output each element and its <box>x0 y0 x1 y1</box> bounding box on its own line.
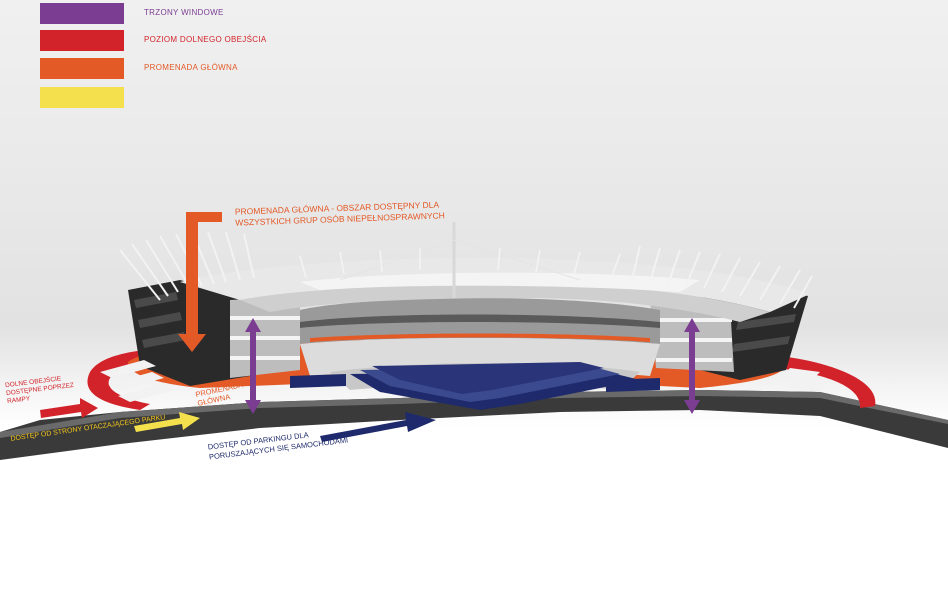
roof-masts-right <box>631 245 813 309</box>
facade-right-lines <box>732 336 790 352</box>
navy-right-arrow-icon <box>320 412 436 442</box>
lower-level-ring-right <box>776 356 876 408</box>
purple-double-arrow-icon <box>684 318 700 414</box>
orange-down-arrow-icon <box>178 212 222 352</box>
yellow-right-arrow-icon <box>134 412 200 432</box>
red-right-arrow-icon <box>40 398 98 418</box>
legend-swatch-park-access <box>40 87 124 108</box>
legend-item-lower-level: POZIOM DOLNEGO OBEJŚCIA <box>40 30 300 52</box>
ramp-left <box>100 360 156 378</box>
purple-double-arrow-icon <box>245 318 261 414</box>
spire-cable <box>339 239 455 281</box>
blue-step-right <box>606 378 660 392</box>
legend-item-elevator: TRZONY WINDOWE <box>40 3 300 25</box>
lower-level-ring-left <box>87 348 170 410</box>
roof-masts-back <box>299 247 621 279</box>
facade-left-lines <box>138 312 182 328</box>
section-floor <box>230 316 300 320</box>
section-floor <box>656 318 732 322</box>
roof-membrane <box>300 272 700 292</box>
entry-steps-top <box>372 362 604 394</box>
legend-label-promenade: PROMENADA GŁÓWNA <box>144 63 238 72</box>
facade-left-lines <box>142 332 186 348</box>
ramp-left <box>118 384 174 402</box>
ramp-left <box>108 372 164 390</box>
facade-right-lines <box>736 314 796 330</box>
legend-item-park-access <box>40 87 300 109</box>
inner-stands-tier <box>300 314 660 328</box>
legend-label-elevator: TRZONY WINDOWE <box>144 8 224 17</box>
roof-masts-left <box>119 231 255 301</box>
roof-inner-edge <box>240 284 770 322</box>
spire-cable <box>453 239 581 281</box>
legend-swatch-lower-level <box>40 30 124 51</box>
legend-swatch-promenade <box>40 58 124 79</box>
ramp-right <box>782 368 820 380</box>
blue-step-left <box>290 374 346 388</box>
section-floor <box>230 336 300 340</box>
section-floor <box>230 356 300 360</box>
ramp-right <box>788 380 826 392</box>
legend-item-promenade: PROMENADA GŁÓWNA <box>40 58 300 80</box>
legend-swatch-elevator <box>40 3 124 24</box>
inner-promenade-line <box>310 333 650 342</box>
legend-label-lower-level: POZIOM DOLNEGO OBEJŚCIA <box>144 35 267 44</box>
